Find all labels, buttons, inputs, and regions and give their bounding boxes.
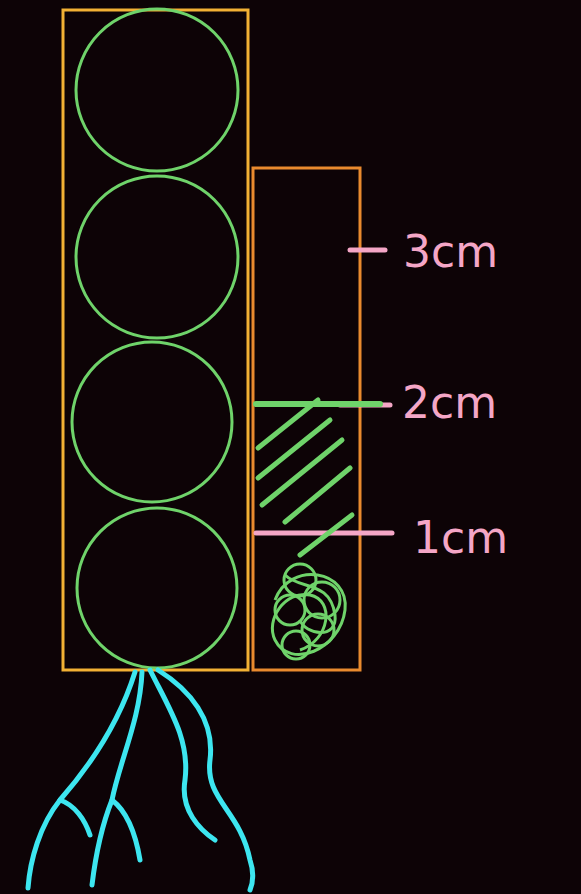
scribble-line	[272, 575, 345, 655]
tall-container	[63, 10, 248, 670]
circle	[72, 342, 232, 502]
hatch	[300, 515, 352, 555]
scribble-line	[285, 575, 335, 633]
circle	[76, 9, 238, 171]
dimension-label: 2cm	[402, 379, 497, 427]
dimension-label: 3cm	[403, 228, 498, 276]
roots	[28, 670, 253, 890]
tick-marks	[256, 250, 392, 533]
hatch	[258, 400, 318, 448]
tick	[350, 248, 385, 253]
root	[112, 800, 140, 860]
hatching	[258, 400, 352, 555]
root	[158, 670, 253, 890]
root	[60, 800, 90, 835]
circle	[76, 176, 238, 338]
hatch	[285, 468, 350, 522]
hatch	[262, 440, 342, 505]
root	[92, 672, 142, 885]
circles	[72, 9, 238, 668]
measuring-container	[253, 168, 360, 670]
dimension-label: 1cm	[413, 514, 508, 562]
scribble	[272, 564, 345, 659]
root	[150, 670, 215, 840]
circle	[77, 508, 237, 668]
hatch	[258, 420, 330, 478]
